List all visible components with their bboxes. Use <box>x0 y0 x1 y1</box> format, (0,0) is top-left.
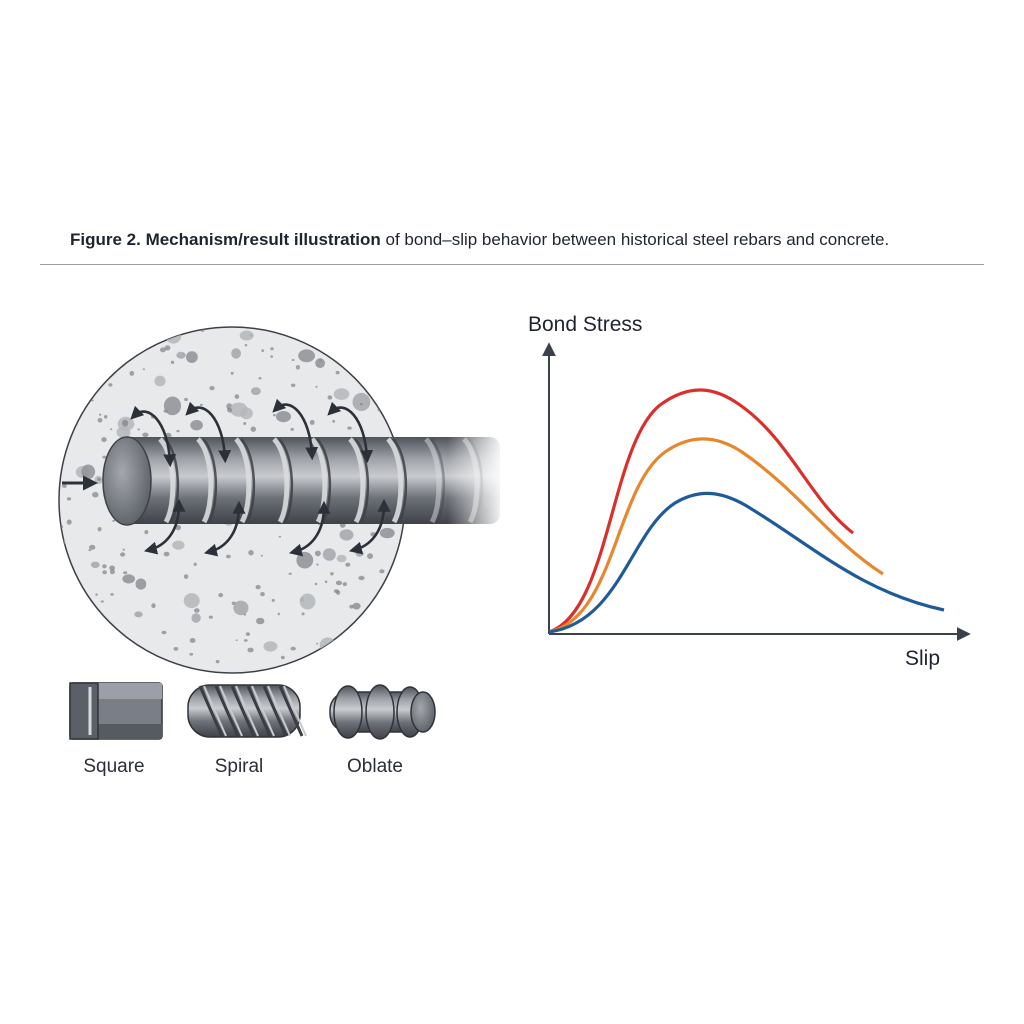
rebar-label-spiral: Spiral <box>215 756 264 777</box>
caption-text: of bond–slip behavior between historical… <box>380 230 890 249</box>
caption-title: Figure 2. Mechanism/result illustration <box>70 230 381 249</box>
rebar-end-face <box>102 436 152 526</box>
bond-slip-chart: Bond Stress Slip <box>528 313 971 670</box>
x-axis-label: Slip <box>905 647 940 670</box>
rebar-type-square <box>69 682 163 740</box>
rebar-type-spiral <box>187 684 307 738</box>
rebar-label-square: Square <box>83 756 144 777</box>
rebar-label-oblate: Oblate <box>347 756 403 777</box>
figure-caption: Figure 2. Mechanism/result illustration … <box>70 230 970 250</box>
caption-divider <box>40 264 984 265</box>
curve-bottom <box>548 491 945 634</box>
curved-double-arrow-icon <box>130 398 391 557</box>
curve-top <box>548 388 854 634</box>
rebar-type-oblate <box>329 684 436 740</box>
y-axis-label: Bond Stress <box>528 313 642 336</box>
steel-rebar <box>102 430 505 530</box>
curve-middle <box>548 437 884 634</box>
